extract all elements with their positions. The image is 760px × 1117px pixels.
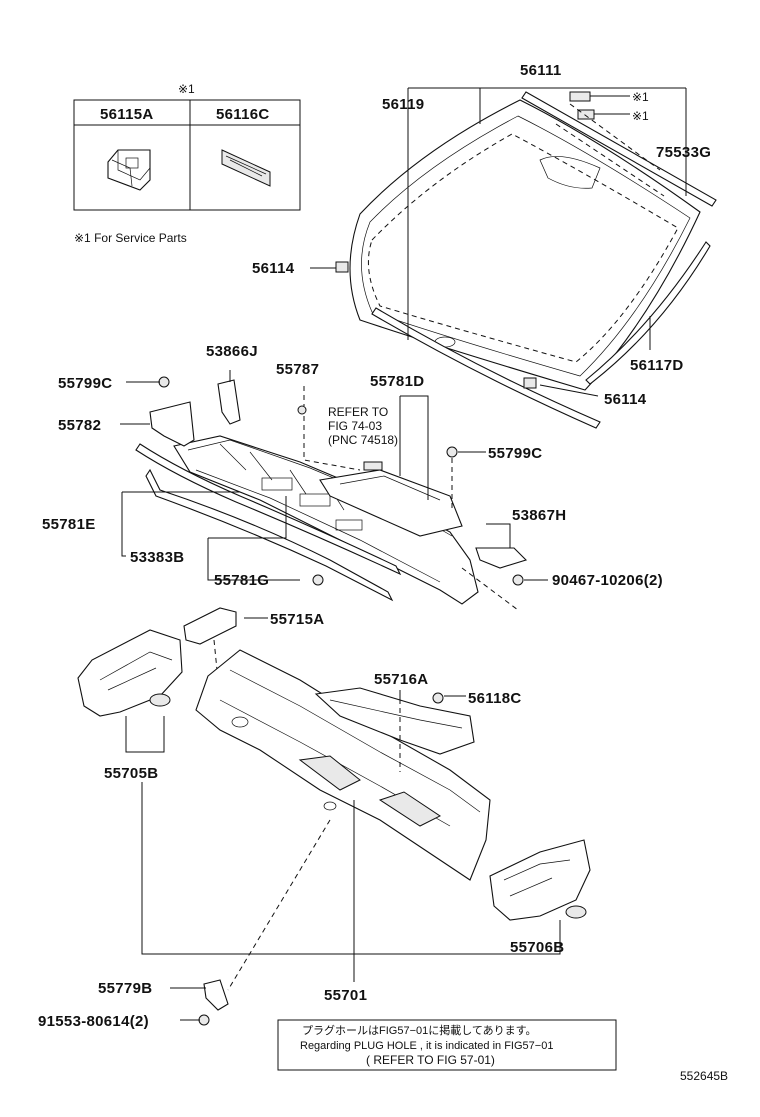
bracket-55715a: [183, 607, 237, 645]
label-55787: 55787: [276, 361, 319, 378]
label-55782: 55782: [58, 417, 101, 434]
clip-55799c-left: [158, 376, 170, 388]
label-55779b: 55779B: [98, 980, 152, 997]
notice-refer: ( REFER TO FIG 57-01): [366, 1053, 495, 1067]
label-mark1-a: ※1: [632, 90, 649, 104]
label-91553: 91553-80614(2): [38, 1013, 149, 1030]
refer-line-1: REFER TO: [328, 405, 388, 419]
service-parts-table: ※1 56115A 56116C ※1 For Service Parts: [73, 82, 301, 245]
label-56118c: 56118C: [468, 690, 522, 707]
label-56114-upper: 56114: [252, 260, 295, 277]
label-56119: 56119: [382, 96, 424, 113]
clip-56118c: [432, 692, 444, 704]
bracket-53867h: [475, 547, 528, 569]
spacer-56114-upper: [335, 261, 349, 273]
label-55781d: 55781D: [370, 373, 424, 390]
clip-55799c-right: [446, 446, 458, 458]
clip-55787: [297, 405, 307, 415]
diagram-code: 552645B: [680, 1069, 728, 1083]
table-header-56116c: 56116C: [216, 106, 270, 123]
label-53867h: 53867H: [512, 507, 566, 524]
clip-56115a-drawing: [107, 149, 151, 191]
cowl-louver: [173, 435, 479, 605]
label-55701: 55701: [324, 987, 367, 1004]
bracket-55782: [149, 401, 195, 447]
service-parts-note: ※1 For Service Parts: [74, 231, 187, 245]
label-56117d: 56117D: [630, 357, 684, 374]
bolt-91553: [198, 1014, 210, 1026]
refer-line-2: FIG 74-03: [328, 419, 382, 433]
spacer-56114-lower: [523, 377, 537, 389]
molding-56117d: [585, 241, 711, 385]
clip-top-1: [569, 91, 591, 102]
label-75533g: 75533G: [656, 144, 711, 161]
label-55706b: 55706B: [510, 939, 564, 956]
clip-56116c-drawing: [221, 149, 271, 187]
table-header-56115a: 56115A: [100, 106, 154, 123]
bolt-90467: [512, 574, 524, 586]
label-55705b: 55705B: [104, 765, 158, 782]
plug-hole-notice: プラグホールはFIG57−01に掲載してあります。 Regarding PLUG…: [277, 1019, 617, 1071]
cowl-seal-55781e: [135, 443, 402, 602]
label-90467: 90467-10206(2): [552, 572, 663, 589]
bracket-55779b: [203, 979, 229, 1011]
refer-line-3: (PNC 74518): [328, 433, 398, 447]
cowl-panel-55781d: [319, 461, 463, 537]
table-mark: ※1: [178, 82, 195, 96]
notice-jp: プラグホールはFIG57−01に掲載してあります。: [302, 1023, 536, 1037]
label-55799c-right: 55799C: [488, 445, 542, 462]
label-55799c-left: 55799C: [58, 375, 112, 392]
label-55781e: 55781E: [42, 516, 96, 533]
label-mark1-b: ※1: [632, 109, 649, 123]
label-55781g: 55781G: [214, 572, 269, 589]
cowl-panel-55701: [195, 649, 491, 881]
label-55715a: 55715A: [270, 611, 324, 628]
label-55716a: 55716A: [374, 671, 428, 688]
molding-75533g: [521, 91, 717, 207]
clip-55781g: [312, 574, 324, 586]
panel-55716a: [314, 687, 475, 755]
label-53866j: 53866J: [206, 343, 258, 360]
side-panel-55705b: [77, 629, 183, 717]
side-panel-55706b: [489, 839, 591, 921]
windshield-glass: [349, 99, 701, 391]
molding-lower: [371, 307, 601, 429]
label-56114-lower: 56114: [604, 391, 647, 408]
label-56111: 56111: [520, 62, 562, 79]
notice-en: Regarding PLUG HOLE , it is indicated in…: [300, 1040, 553, 1052]
bracket-53866j: [217, 379, 241, 425]
label-53383b: 53383B: [130, 549, 184, 566]
